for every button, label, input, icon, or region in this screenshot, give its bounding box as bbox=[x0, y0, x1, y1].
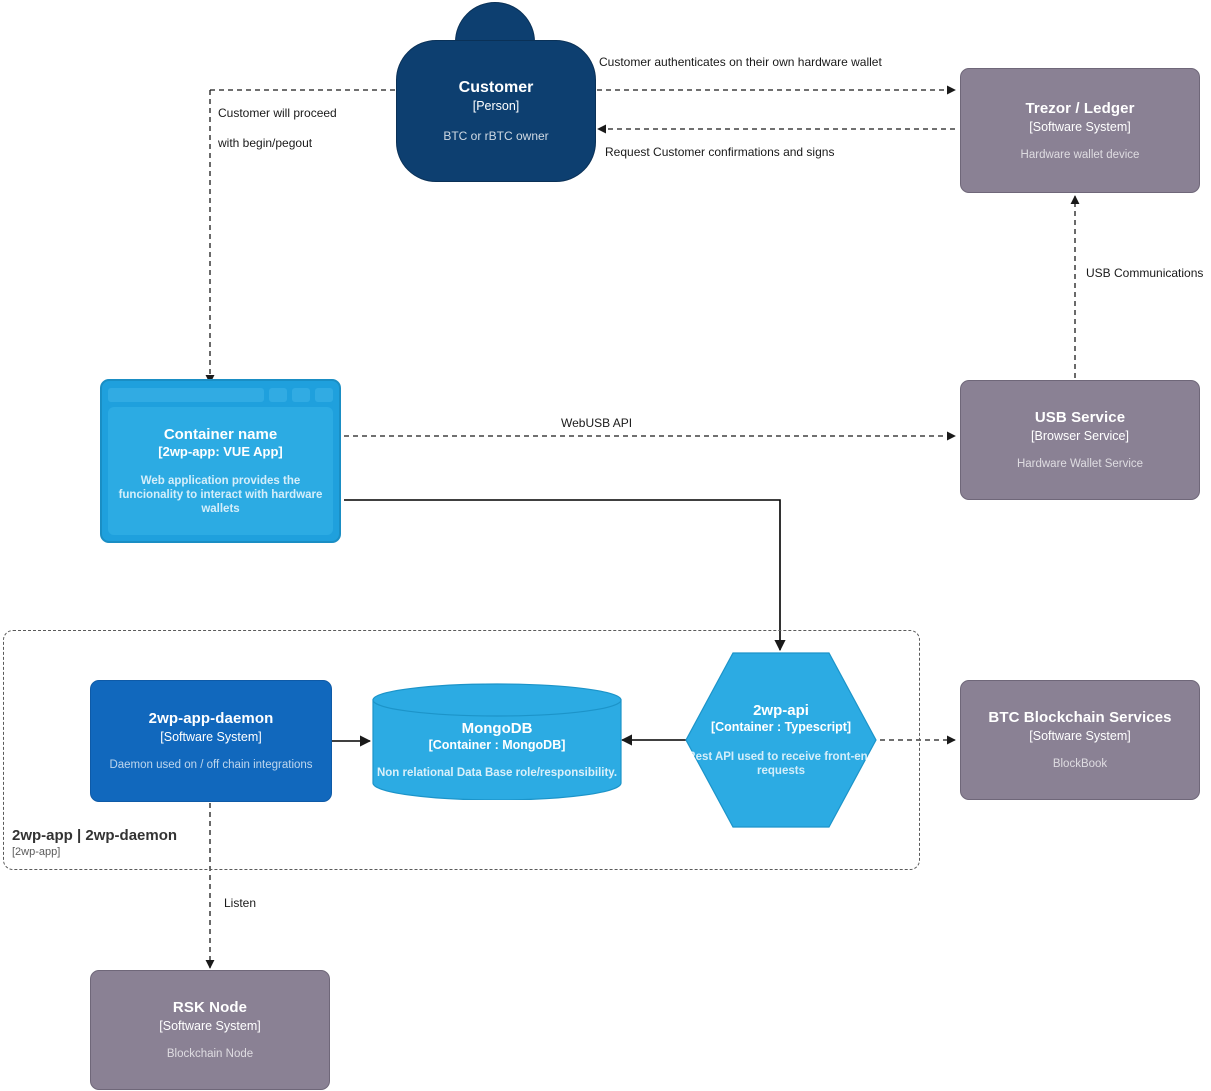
edge-label-webusb-api: WebUSB API bbox=[561, 416, 633, 430]
node-2wp-api-title: 2wp-api bbox=[753, 702, 809, 719]
node-2wp-app-daemon-title: 2wp-app-daemon bbox=[148, 710, 274, 727]
edge-label-customer-to-trezor: Customer authenticates on their own hard… bbox=[599, 55, 882, 69]
node-btc-blockchain-services[interactable]: BTC Blockchain Services [Software System… bbox=[960, 680, 1200, 800]
browser-content: Container name [2wp-app: VUE App] Web ap… bbox=[108, 407, 333, 535]
node-mongodb-type: [Container : MongoDB] bbox=[428, 738, 566, 752]
node-customer-description: BTC or rBTC owner bbox=[443, 129, 549, 143]
cylinder-shape bbox=[372, 683, 622, 800]
node-mongodb-title: MongoDB bbox=[461, 720, 533, 737]
node-customer[interactable]: Customer [Person] BTC or rBTC owner bbox=[396, 2, 596, 182]
node-btc-blockchain-services-description: BlockBook bbox=[1052, 758, 1108, 770]
edge-label-customer-to-vue-line1: Customer will proceed bbox=[218, 106, 337, 120]
node-trezor-ledger[interactable]: Trezor / Ledger [Software System] Hardwa… bbox=[960, 68, 1200, 193]
node-rsk-node-type: [Software System] bbox=[159, 1019, 261, 1033]
browser-control-icon-1 bbox=[269, 387, 287, 402]
node-mongodb[interactable]: MongoDB [Container : MongoDB] Non relati… bbox=[372, 683, 622, 800]
node-usb-service-description: Hardware Wallet Service bbox=[1016, 458, 1144, 470]
boundary-name: 2wp-app | 2wp-daemon bbox=[12, 827, 178, 844]
edge-vue-app-to-2wp-api bbox=[344, 499, 786, 652]
node-2wp-app-daemon-description: Daemon used on / off chain integrations bbox=[109, 759, 313, 771]
node-trezor-ledger-description: Hardware wallet device bbox=[1020, 148, 1140, 161]
node-customer-type: [Person] bbox=[472, 99, 520, 113]
node-2wp-app-daemon-type: [Software System] bbox=[160, 730, 262, 744]
node-rsk-node-description: Blockchain Node bbox=[166, 1048, 254, 1060]
node-usb-service[interactable]: USB Service [Browser Service] Hardware W… bbox=[960, 380, 1200, 500]
mongodb-text: MongoDB [Container : MongoDB] Non relati… bbox=[372, 683, 622, 800]
node-customer-title: Customer bbox=[458, 79, 534, 96]
browser-control-icon-3 bbox=[315, 387, 333, 402]
browser-title-bar bbox=[108, 387, 333, 402]
2wp-api-text: 2wp-api [Container : Typescript] Rest AP… bbox=[685, 652, 877, 828]
edge-label-usb-communications: USB Communications bbox=[1086, 266, 1204, 280]
node-vue-app[interactable]: Container name [2wp-app: VUE App] Web ap… bbox=[100, 379, 341, 543]
node-trezor-ledger-title: Trezor / Ledger bbox=[1025, 99, 1135, 117]
node-trezor-ledger-type: [Software System] bbox=[1029, 119, 1131, 134]
node-rsk-node[interactable]: RSK Node [Software System] Blockchain No… bbox=[90, 970, 330, 1090]
node-vue-app-description: Web application provides the funcionalit… bbox=[118, 475, 323, 515]
boundary-label: 2wp-app | 2wp-daemon [2wp-app] bbox=[12, 826, 272, 859]
edge-label-trezor-to-customer: Request Customer confirmations and signs bbox=[605, 145, 835, 159]
node-vue-app-title: Container name bbox=[163, 426, 278, 443]
node-2wp-api-description: Rest API used to receive front-end reque… bbox=[687, 751, 875, 777]
boundary-type: [2wp-app] bbox=[12, 846, 61, 858]
person-body: Customer [Person] BTC or rBTC owner bbox=[396, 40, 596, 182]
edge-label-listen: Listen bbox=[224, 896, 257, 910]
node-2wp-app-daemon[interactable]: 2wp-app-daemon [Software System] Daemon … bbox=[90, 680, 332, 802]
node-vue-app-type: [2wp-app: VUE App] bbox=[158, 444, 283, 459]
node-mongodb-description: Non relational Data Base role/responsibi… bbox=[376, 767, 618, 779]
edge-label-customer-to-vue-line2: with begin/pegout bbox=[218, 136, 313, 150]
node-usb-service-title: USB Service bbox=[1034, 409, 1126, 426]
node-rsk-node-title: RSK Node bbox=[172, 999, 248, 1016]
node-2wp-api[interactable]: 2wp-api [Container : Typescript] Rest AP… bbox=[685, 652, 877, 828]
node-2wp-api-type: [Container : Typescript] bbox=[710, 720, 852, 734]
browser-address-bar-icon bbox=[108, 387, 264, 402]
node-usb-service-type: [Browser Service] bbox=[1031, 429, 1129, 443]
node-btc-blockchain-services-title: BTC Blockchain Services bbox=[988, 709, 1172, 726]
node-btc-blockchain-services-type: [Software System] bbox=[1029, 729, 1131, 743]
browser-control-icon-2 bbox=[292, 387, 310, 402]
